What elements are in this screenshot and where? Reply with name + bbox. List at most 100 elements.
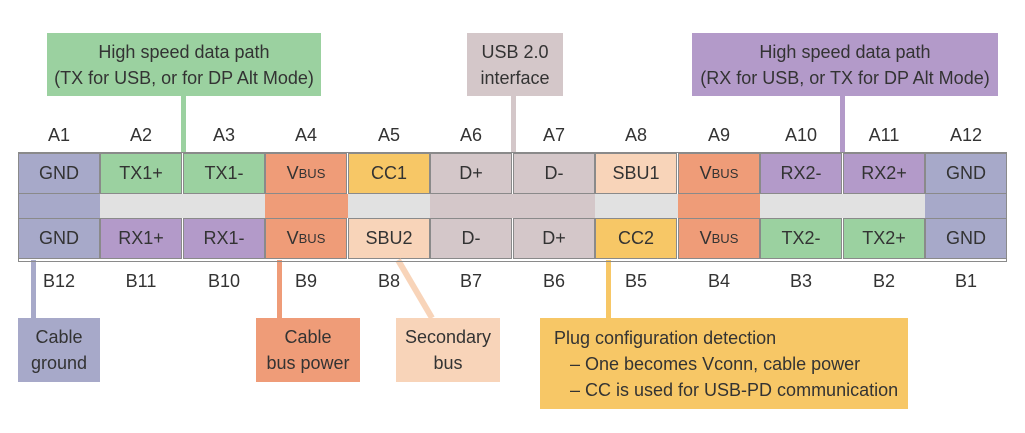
pin-a10-rx2n: RX2- (760, 153, 842, 194)
pin-label-b4: B4 (707, 271, 731, 291)
middle-band-gray-4 (760, 194, 925, 218)
pin-label-a4: A4 (294, 125, 318, 145)
middle-band-vbus-left (265, 194, 348, 218)
pin-a10-text: RX2- (780, 163, 822, 183)
pin-a9-text: V (699, 163, 712, 183)
connector-line-plug-config (606, 260, 611, 318)
pin-a6-text: D+ (459, 163, 483, 183)
callout-cable-bus-power-line1: Cable (284, 327, 332, 347)
callout-cable-ground-line1: Cable (35, 327, 83, 347)
middle-band-gray-1 (100, 194, 265, 218)
pin-label-a7: A7 (542, 125, 566, 145)
pin-a2-tx1p: TX1+ (100, 153, 182, 194)
callout-hs-tx: High speed data path (TX for USB, or for… (47, 33, 321, 96)
connector-line-hs-rx (840, 96, 845, 153)
pin-a1-text: GND (39, 163, 79, 183)
pin-a8-text: SBU1 (612, 163, 660, 183)
connector-line-usb2 (511, 96, 516, 153)
pin-b1-text: GND (946, 228, 986, 248)
pin-b10-text: RX1- (203, 228, 245, 248)
pin-b5-cc2: CC2 (595, 218, 677, 259)
callout-hs-rx-line2: (RX for USB, or TX for DP Alt Mode) (700, 67, 990, 88)
callout-plug-config-line1: Plug configuration detection (554, 327, 777, 348)
pin-b7-text: D- (461, 228, 481, 248)
callout-hs-rx: High speed data path (RX for USB, or TX … (692, 33, 998, 96)
callout-secondary-bus-line2: bus (433, 353, 463, 373)
pin-label-a1: A1 (47, 125, 71, 145)
callout-hs-rx-line1: High speed data path (759, 41, 931, 62)
pin-b8-text: SBU2 (365, 228, 413, 248)
callout-plug-config: Plug configuration detection – One becom… (540, 318, 908, 409)
callout-hs-tx-line2: (TX for USB, or for DP Alt Mode) (54, 67, 314, 88)
pin-label-b1: B1 (954, 271, 978, 291)
pin-label-b5: B5 (624, 271, 648, 291)
pin-label-a8: A8 (624, 125, 648, 145)
pin-a4-text: V (286, 163, 299, 183)
pin-label-a10: A10 (784, 125, 818, 145)
pin-label-b8: B8 (377, 271, 401, 291)
pin-a1-gnd: GND (18, 153, 100, 194)
pin-b9-sub: BUS (298, 231, 326, 246)
pin-b9-text: V (286, 228, 299, 248)
middle-band-ground-right (925, 194, 1007, 218)
pin-label-a11: A11 (868, 125, 900, 145)
pin-label-a5: A5 (377, 125, 401, 145)
pin-a3-tx1n: TX1- (183, 153, 265, 194)
pin-b12-text: GND (39, 228, 79, 248)
pin-b10-rx1n: RX1- (183, 218, 265, 259)
pin-label-b2: B2 (872, 271, 896, 291)
pin-b12-gnd: GND (18, 218, 100, 259)
pin-a5-cc1: CC1 (348, 153, 430, 194)
connector-line-cable-bus-power (277, 260, 282, 318)
callout-secondary-bus-line1: Secondary (404, 327, 492, 347)
pin-b11-rx1p: RX1+ (100, 218, 182, 259)
pin-a8-sbu1: SBU1 (595, 153, 677, 194)
pin-b6-text: D+ (542, 228, 566, 248)
pin-a11-rx2p: RX2+ (843, 153, 925, 194)
callout-cable-bus-power: Cable bus power (256, 318, 360, 382)
pin-b8-sbu2: SBU2 (348, 218, 430, 259)
pin-b4-text: V (699, 228, 712, 248)
connector-line-hs-tx (181, 96, 186, 153)
pin-label-a3: A3 (212, 125, 236, 145)
pin-label-a2: A2 (129, 125, 153, 145)
pin-a9-sub: BUS (711, 166, 739, 181)
pin-label-b6: B6 (542, 271, 566, 291)
middle-band-gray-3 (595, 194, 678, 218)
middle-band-gray-2 (348, 194, 430, 218)
connector-line-secondary-bus (395, 258, 435, 320)
callout-usb2-line1: USB 2.0 (481, 41, 549, 62)
pin-a5-text: CC1 (370, 163, 407, 183)
pin-label-a9: A9 (707, 125, 731, 145)
callout-cable-ground: Cable ground (18, 318, 100, 382)
pin-b7-dn: D- (430, 218, 512, 259)
pin-label-b9: B9 (294, 271, 318, 291)
pin-b2-tx2p: TX2+ (843, 218, 925, 259)
pin-b11-text: RX1+ (118, 228, 164, 248)
callout-secondary-bus: Secondary bus (396, 318, 500, 382)
pin-b3-tx2n: TX2- (760, 218, 842, 259)
callout-cable-bus-power-line2: bus power (266, 353, 350, 373)
pin-label-b12: B12 (42, 271, 76, 291)
pin-b5-text: CC2 (617, 228, 654, 248)
pin-b1-gnd: GND (925, 218, 1007, 259)
callout-usb2-line2: interface (480, 67, 550, 88)
pin-b2-text: TX2+ (862, 228, 906, 248)
callout-cable-ground-line2: ground (30, 353, 88, 373)
middle-band-usb2 (430, 194, 595, 218)
pin-label-a6: A6 (459, 125, 483, 145)
pin-a12-gnd: GND (925, 153, 1007, 194)
pin-a7-dn: D- (513, 153, 595, 194)
pin-b6-dp: D+ (513, 218, 595, 259)
pin-label-a12: A12 (949, 125, 983, 145)
pin-label-b11: B11 (125, 271, 157, 291)
pin-a6-dp: D+ (430, 153, 512, 194)
pin-a7-text: D- (544, 163, 564, 183)
pin-a12-text: GND (946, 163, 986, 183)
pin-b3-text: TX2- (781, 228, 821, 248)
middle-band-ground-left (18, 194, 100, 218)
